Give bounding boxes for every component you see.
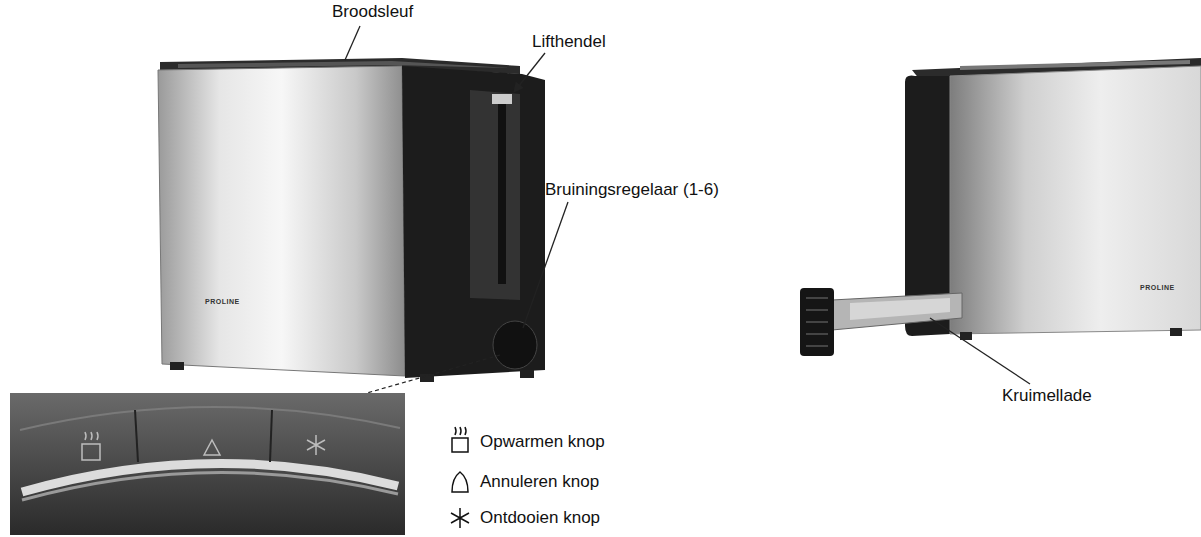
part-label: Broodsleuf <box>332 2 413 22</box>
legend-text: Ontdooien knop <box>480 508 600 528</box>
legend-text: Annuleren knop <box>480 472 599 492</box>
brand-mark: PROLINE <box>205 298 240 306</box>
part-label: Kruimellade <box>1002 386 1092 406</box>
part-label: Bruiningsregelaar (1-6) <box>545 180 719 200</box>
brand-mark: PROLINE <box>1140 284 1175 292</box>
part-label: Lifthendel <box>532 32 606 52</box>
legend-text: Opwarmen knop <box>480 432 605 452</box>
